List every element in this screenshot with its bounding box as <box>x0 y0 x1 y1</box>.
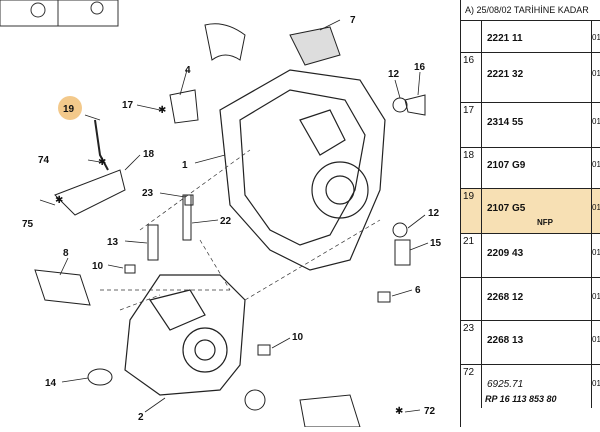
quantity: 01 <box>591 234 600 277</box>
label-7[interactable]: 7 <box>350 15 356 26</box>
part-12-seal-2 <box>392 222 408 238</box>
part-13-sensor <box>147 224 159 261</box>
part-18-bracket <box>54 169 126 216</box>
part-6-bush <box>377 291 391 303</box>
part-seal-bottom <box>244 389 266 411</box>
row-index: 18 <box>461 148 482 188</box>
label-18[interactable]: 18 <box>143 149 155 160</box>
row-index: 72 <box>461 365 482 408</box>
callout-19-highlight[interactable] <box>58 96 82 120</box>
label-75[interactable]: 75 <box>22 219 34 230</box>
thumb-box-1[interactable] <box>0 0 59 27</box>
label-10-b[interactable]: 10 <box>292 332 304 343</box>
svg-text:✱: ✱ <box>55 195 63 206</box>
table-row[interactable]: 23 2268 13 01 <box>461 321 600 365</box>
part-number: 2221 11 <box>487 33 523 44</box>
quantity: 01 <box>591 365 600 408</box>
row-index: 19 <box>461 189 482 233</box>
label-23[interactable]: 23 <box>142 188 154 199</box>
table-row[interactable]: 72 6925.71 RP 16 113 853 80 01 <box>461 365 600 408</box>
leader-lines <box>39 19 429 413</box>
label-12[interactable]: 12 <box>388 69 400 80</box>
quantity: 01 <box>591 148 600 188</box>
thumb-part-icon <box>30 2 46 18</box>
label-2[interactable]: 2 <box>138 412 144 423</box>
part-8-guide <box>34 269 91 306</box>
part-cover <box>204 23 246 61</box>
gearbox-diagram: ✱ ✱ ✱ ✱ 19 17 74 18 75 4 7 12 16 1 23 22… <box>0 0 442 428</box>
label-15[interactable]: 15 <box>430 238 442 249</box>
part-number: 2268 13 <box>487 335 524 346</box>
svg-text:✱: ✱ <box>158 105 166 116</box>
part-7-plate <box>289 26 341 66</box>
part-10-bush <box>124 264 136 274</box>
row-index <box>461 21 482 52</box>
table-row[interactable]: 2221 11 01 <box>461 21 600 53</box>
part-number: 2268 12 <box>487 292 524 303</box>
part-number: 6925.71 <box>487 379 524 390</box>
table-row[interactable]: 21 2209 43 01 <box>461 234 600 278</box>
assembly-lines <box>100 149 381 311</box>
part-number: 2107 G5 <box>487 203 526 214</box>
label-72[interactable]: 72 <box>424 406 436 417</box>
label-4[interactable]: 4 <box>185 65 191 76</box>
row-index: 17 <box>461 103 482 147</box>
table-row[interactable]: 2268 12 01 <box>461 278 600 321</box>
thumb-part-icon-2 <box>90 1 104 15</box>
table-row[interactable]: 17 2314 55 01 <box>461 103 600 148</box>
label-74[interactable]: 74 <box>38 155 50 166</box>
position-markers: ✱ ✱ ✱ ✱ <box>55 105 403 417</box>
part-22-rod <box>182 194 192 241</box>
table-row[interactable]: 18 2107 G9 01 <box>461 148 600 189</box>
part-number: 2107 G9 <box>487 160 526 171</box>
part-72-housing <box>299 394 361 428</box>
exploded-diagram: ✱ ✱ ✱ ✱ 19 17 74 18 75 4 7 12 16 1 23 22… <box>0 0 442 428</box>
part-16-plug <box>404 94 426 116</box>
thumb-box-2[interactable] <box>57 0 119 27</box>
label-1[interactable]: 1 <box>182 160 188 171</box>
label-13[interactable]: 13 <box>107 237 119 248</box>
label-10[interactable]: 10 <box>92 261 104 272</box>
svg-text:✱: ✱ <box>395 406 403 417</box>
quantity: 01 <box>591 53 600 102</box>
row-index: 23 <box>461 321 482 364</box>
quantity: 01 <box>591 21 600 52</box>
part-14-cap <box>87 368 113 386</box>
part-19-fork <box>94 119 109 171</box>
rp-reference: RP 16 113 853 80 <box>485 394 557 404</box>
parts-table: A) 25/08/02 TARİHİNE KADAR 2221 11 01 16… <box>460 0 600 427</box>
part-number: 2221 32 <box>487 69 524 80</box>
gearbox-lower-case <box>124 274 246 396</box>
label-19[interactable]: 19 <box>63 104 75 115</box>
quantity: 01 <box>591 278 600 320</box>
quantity: 01 <box>591 321 600 364</box>
label-12-b[interactable]: 12 <box>428 208 440 219</box>
gearbox-housing <box>219 69 386 271</box>
svg-text:✱: ✱ <box>98 157 106 168</box>
part-23-cap <box>184 194 194 206</box>
part-number: 2209 43 <box>487 248 524 259</box>
part-15-plug <box>394 239 411 266</box>
table-header: A) 25/08/02 TARİHİNE KADAR <box>461 0 600 21</box>
label-22[interactable]: 22 <box>220 216 232 227</box>
row-index <box>461 278 482 320</box>
label-14[interactable]: 14 <box>45 378 57 389</box>
label-17[interactable]: 17 <box>122 100 134 111</box>
label-16[interactable]: 16 <box>414 62 426 73</box>
row-index: 16 <box>461 53 482 102</box>
table-row-selected[interactable]: 19 2107 G5 NFP 01 <box>461 189 600 234</box>
label-8[interactable]: 8 <box>63 248 69 259</box>
part-4-bearing <box>169 89 199 124</box>
nfp-flag: NFP <box>537 218 553 227</box>
part-10-bush-2 <box>257 344 271 356</box>
quantity: 01 <box>591 103 600 147</box>
quantity: 01 <box>591 189 600 233</box>
row-index: 21 <box>461 234 482 277</box>
table-row[interactable]: 16 2221 32 01 <box>461 53 600 103</box>
label-6[interactable]: 6 <box>415 285 421 296</box>
part-number: 2314 55 <box>487 117 524 128</box>
